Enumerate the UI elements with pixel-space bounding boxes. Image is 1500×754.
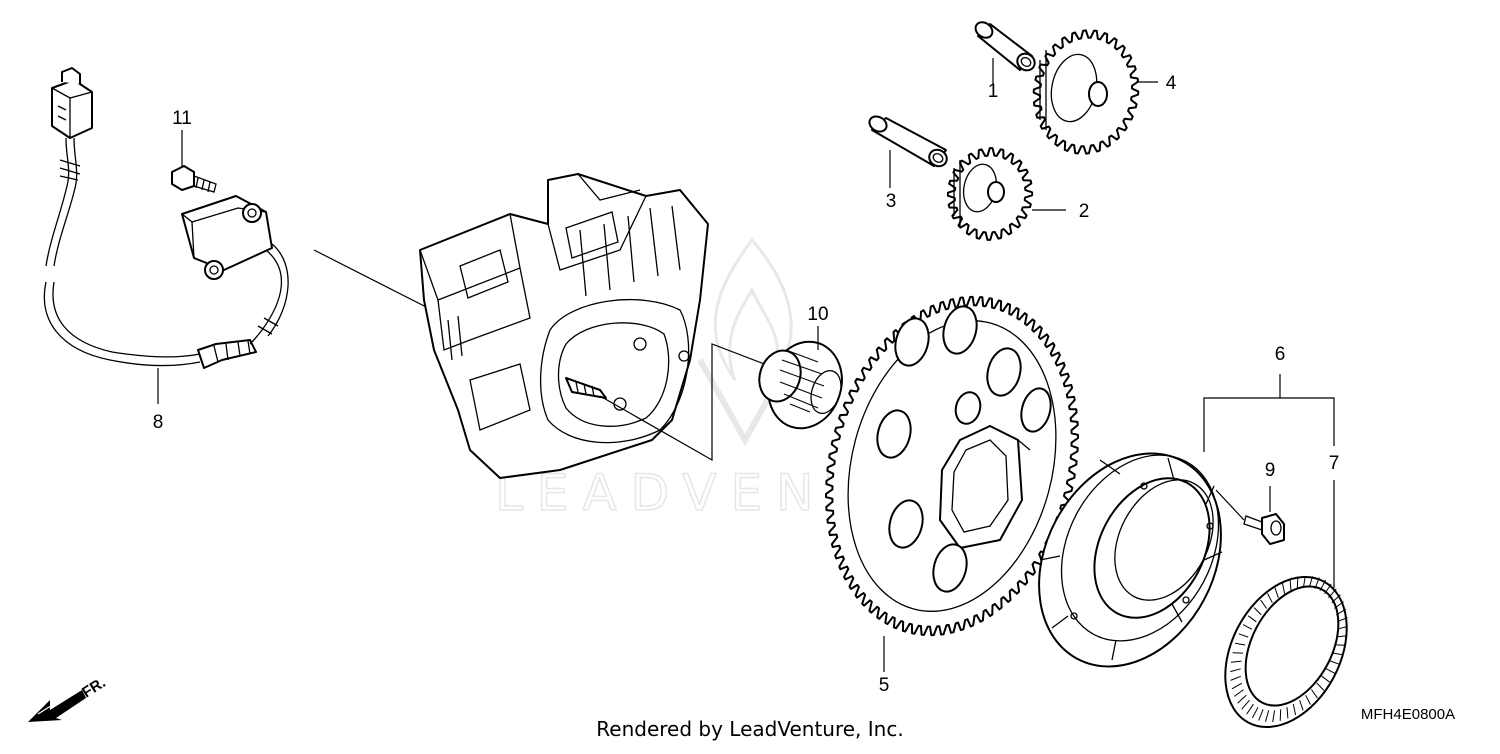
part-9-socket-bolt[interactable] (1243, 513, 1285, 545)
callout-10: 10 (807, 304, 828, 325)
part-10-needle-bearing[interactable] (753, 332, 853, 438)
part-4-idle-gear[interactable] (1032, 29, 1140, 155)
callout-11: 11 (172, 108, 192, 129)
part-11-bolt[interactable] (171, 165, 217, 193)
part-8-pulse-generator[interactable] (43, 67, 289, 369)
engine-assembly-reference (419, 173, 709, 479)
callout-8: 8 (153, 412, 164, 433)
callout-9: 9 (1265, 460, 1276, 481)
part-7-sprag-clutch[interactable] (1201, 556, 1371, 748)
part-3-shaft[interactable] (867, 113, 950, 169)
part-5-starter-driven-gear[interactable] (817, 295, 1087, 637)
callout-3: 3 (886, 191, 897, 212)
callout-4: 4 (1166, 73, 1177, 94)
callout-6: 6 (1275, 344, 1286, 365)
part-6-clutch-outer[interactable] (1003, 422, 1256, 699)
callout-7: 7 (1329, 453, 1340, 474)
callout-2: 2 (1079, 201, 1090, 222)
diagram-code: MFH4E0800A (1361, 706, 1455, 723)
footer-credit: Rendered by LeadVenture, Inc. (596, 717, 903, 741)
part-2-idle-gear[interactable] (946, 147, 1034, 241)
front-direction-arrow: FR. (28, 674, 109, 722)
callout-5: 5 (879, 675, 890, 696)
part-1-shaft[interactable] (973, 19, 1038, 74)
callout-1: 1 (988, 81, 999, 102)
